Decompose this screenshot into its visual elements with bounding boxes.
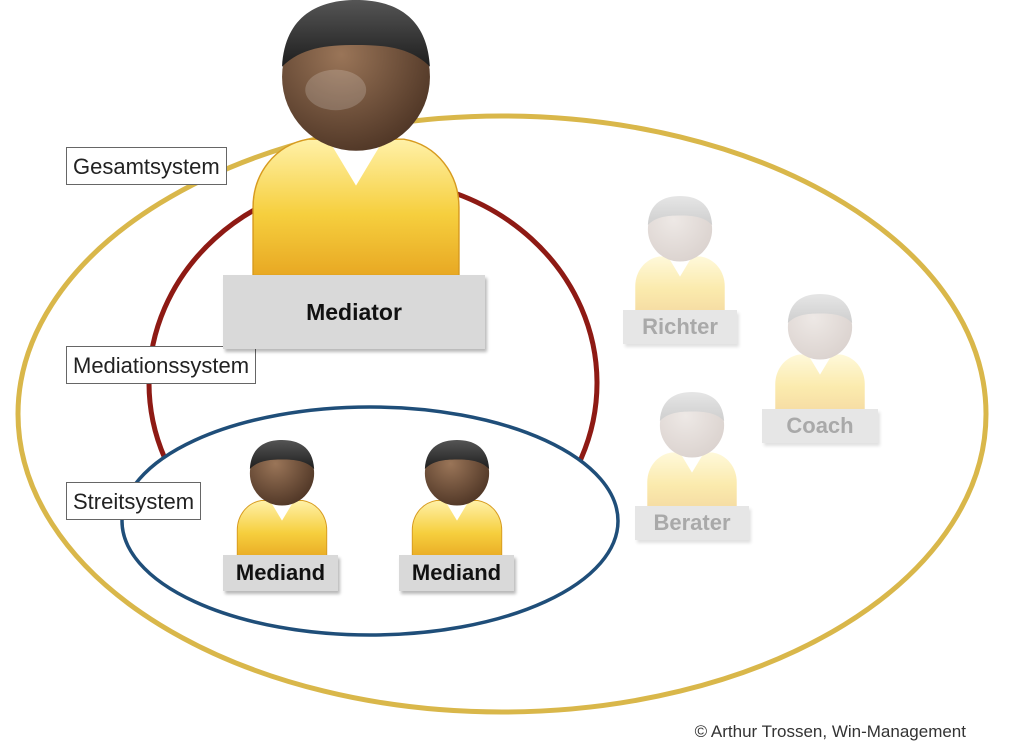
mediator-name-box: Mediator <box>223 275 485 349</box>
streitsystem-ring <box>120 405 620 637</box>
berater-person-icon <box>647 392 737 512</box>
mediand-2-name-box: Mediand <box>399 555 514 591</box>
mediationssystem-label: Mediationssystem <box>66 346 257 384</box>
berater-name-box: Berater <box>635 506 749 540</box>
mediator-person-icon <box>252 0 460 277</box>
richter-person-icon <box>635 196 725 316</box>
gesamtsystem-label: Gesamtsystem <box>66 147 227 185</box>
mediand-2-person-icon <box>411 440 503 561</box>
coach-name-box: Coach <box>762 409 878 443</box>
streitsystem-label: Streitsystem <box>66 482 202 520</box>
mediand-1-name-box: Mediand <box>223 555 338 591</box>
gesamtsystem-ring <box>15 113 989 715</box>
mediand-1-person-icon <box>236 440 328 561</box>
copyright-notice: © Arthur Trossen, Win-Management <box>694 722 966 741</box>
coach-person-icon <box>775 294 865 414</box>
richter-name-box: Richter <box>623 310 737 344</box>
